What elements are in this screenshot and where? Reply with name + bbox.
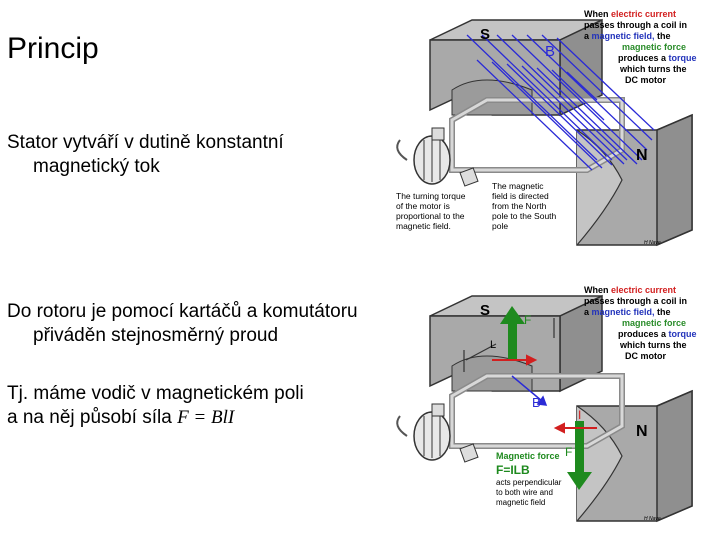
- bottom-caption-segment: magnetic field,: [592, 307, 655, 317]
- top-caption-line-1: When electric current: [584, 9, 676, 19]
- paragraph-force-line2: a na něj působí síla F = BlI: [7, 406, 304, 430]
- field-note-line: pole: [492, 221, 508, 231]
- bottom-caption-segment: the: [655, 307, 671, 317]
- bottom-caption-segment: produces a: [618, 329, 669, 339]
- top-caption-line-4: magnetic force: [622, 42, 686, 52]
- paragraph-stator-line2: magnetický tok: [7, 155, 284, 179]
- credit-label: H Nave: [644, 516, 661, 522]
- current-label: I: [578, 408, 581, 422]
- pole-n-label: N: [636, 147, 648, 164]
- bottom-caption-segment: torque: [669, 329, 697, 339]
- bottom-caption-segment: which turns the: [619, 340, 687, 350]
- bottom-caption-line-7: DC motor: [625, 351, 666, 361]
- top-caption-segment: passes through a coil in: [584, 20, 687, 30]
- top-caption-segment: DC motor: [625, 75, 666, 85]
- force-note-line: to both wire and: [496, 488, 553, 497]
- top-caption-line-5: produces a torque: [618, 53, 697, 63]
- top-caption-segment: When: [584, 9, 611, 19]
- top-caption-line-7: DC motor: [625, 75, 666, 85]
- top-caption-line-6: which turns the: [619, 64, 687, 74]
- field-note-line: The magnetic: [492, 181, 544, 191]
- bottom-caption-line-3: a magnetic field, the: [584, 307, 671, 317]
- top-caption-line-3: a magnetic field, the: [584, 31, 671, 41]
- force-box-note: acts perpendicular to both wire and magn…: [496, 478, 564, 507]
- force-note-line: acts perpendicular: [496, 478, 562, 487]
- field-b-label: B: [532, 395, 541, 410]
- bottom-caption-line-2: passes through a coil in: [584, 296, 687, 306]
- top-caption-segment: electric current: [611, 9, 676, 19]
- top-caption-segment: produces a: [618, 53, 669, 63]
- bottom-caption-segment: When: [584, 285, 611, 295]
- force-note-line: magnetic field: [496, 498, 545, 507]
- paragraph-rotor-line2: přiváděn stejnosměrný proud: [7, 324, 358, 348]
- field-note-line: field is directed: [492, 191, 549, 201]
- top-caption-segment: which turns the: [619, 64, 687, 74]
- slide-title: Princip: [7, 32, 99, 66]
- force-box-title: Magnetic force: [496, 451, 560, 461]
- torque-note-line: The turning torque: [396, 191, 466, 201]
- paragraph-stator-line1: Stator vytváří v dutině konstantní: [7, 131, 284, 155]
- pole-n-label: N: [636, 423, 648, 440]
- bottom-caption-line-6: which turns the: [619, 340, 687, 350]
- force-formula: F = BlI: [177, 407, 234, 428]
- length-label: L: [490, 339, 496, 351]
- top-caption-segment: the: [655, 31, 671, 41]
- top-caption-segment: magnetic field,: [592, 31, 655, 41]
- top-caption-line-2: passes through a coil in: [584, 20, 687, 30]
- field-note-line: pole to the South: [492, 211, 557, 221]
- torque-note-line: magnetic field.: [396, 221, 451, 231]
- bottom-caption-segment: DC motor: [625, 351, 666, 361]
- north-pole-block: [577, 391, 692, 521]
- force-box-formula: F=ILB: [496, 463, 530, 477]
- force-label-top: F: [524, 313, 531, 327]
- pole-s-label: S: [480, 26, 490, 43]
- field-note: The magnetic field is directed from the …: [492, 181, 559, 231]
- credit-label: H Nave: [644, 240, 661, 246]
- bottom-caption-segment: electric current: [611, 285, 676, 295]
- paragraph-force: Tj. máme vodič v magnetickém poli a na n…: [7, 382, 304, 430]
- commutator: [397, 128, 478, 186]
- paragraph-force-line1: Tj. máme vodič v magnetickém poli: [7, 382, 304, 406]
- bottom-caption-segment: magnetic force: [622, 318, 686, 328]
- top-caption-segment: magnetic force: [622, 42, 686, 52]
- torque-note: The turning torque of the motor is propo…: [396, 191, 468, 231]
- north-pole-block: [577, 115, 692, 245]
- field-note-line: from the North: [492, 201, 547, 211]
- bottom-caption-segment: a: [584, 307, 592, 317]
- top-caption-segment: a: [584, 31, 592, 41]
- paragraph-stator: Stator vytváří v dutině konstantní magne…: [7, 131, 284, 179]
- paragraph-rotor-line1: Do rotoru je pomocí kartáčů a komutátoru: [7, 300, 358, 324]
- field-b-label: B: [545, 43, 555, 60]
- force-label-bottom: F: [565, 445, 572, 459]
- top-caption-segment: torque: [669, 53, 697, 63]
- commutator: [397, 404, 478, 462]
- torque-note-line: of the motor is: [396, 201, 450, 211]
- dc-motor-force-figure: S N B F F I L When electric current pass…: [392, 276, 720, 528]
- paragraph-force-line2-text: a na něj působí síla: [7, 407, 177, 428]
- torque-note-line: proportional to the: [396, 211, 465, 221]
- dc-motor-field-figure: S B N When electric current passes throu…: [392, 0, 720, 252]
- paragraph-rotor: Do rotoru je pomocí kartáčů a komutátoru…: [7, 300, 358, 348]
- bottom-caption-line-1: When electric current: [584, 285, 676, 295]
- pole-s-label: S: [480, 302, 490, 319]
- bottom-caption-line-4: magnetic force: [622, 318, 686, 328]
- bottom-caption-line-5: produces a torque: [618, 329, 697, 339]
- bottom-caption-segment: passes through a coil in: [584, 296, 687, 306]
